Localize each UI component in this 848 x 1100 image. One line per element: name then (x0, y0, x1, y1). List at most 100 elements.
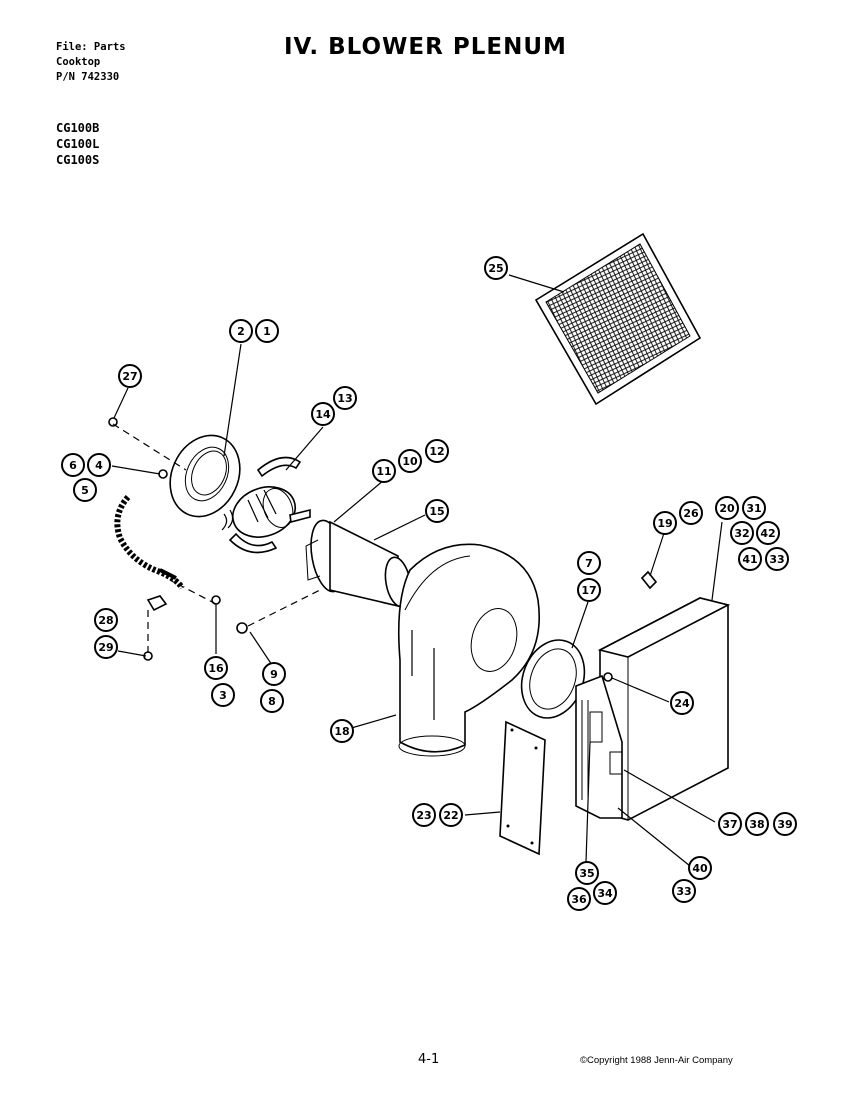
svg-text:37: 37 (722, 818, 737, 831)
bracket (640, 570, 658, 590)
svg-text:36: 36 (571, 893, 587, 906)
callout-40: 40 (688, 856, 712, 880)
svg-text:39: 39 (777, 818, 792, 831)
svg-text:32: 32 (734, 527, 749, 540)
svg-text:16: 16 (208, 662, 224, 675)
svg-text:14: 14 (315, 408, 331, 421)
svg-text:5: 5 (81, 484, 89, 497)
svg-text:1: 1 (263, 325, 271, 338)
callout-10: 10 (398, 449, 422, 473)
svg-text:42: 42 (760, 527, 775, 540)
blower-motor (221, 486, 311, 538)
callout-22: 22 (439, 803, 463, 827)
callout-1: 1 (255, 319, 279, 343)
callout-13: 13 (333, 386, 357, 410)
model-item: CG100L (56, 137, 100, 151)
callout-35: 35 (575, 861, 599, 885)
model-list: CG100B CG100L CG100S (56, 120, 99, 168)
callout-labels: 25 2 1 27 14 13 6 4 5 11 10 12 15 19 26 … (61, 256, 797, 911)
svg-text:18: 18 (334, 725, 349, 738)
svg-text:29: 29 (98, 641, 113, 654)
svg-text:12: 12 (429, 445, 444, 458)
svg-text:4: 4 (95, 459, 103, 472)
callout-5: 5 (73, 478, 97, 502)
callout-37: 37 (718, 812, 742, 836)
callout-19: 19 (653, 511, 677, 535)
svg-text:33: 33 (769, 553, 784, 566)
svg-text:9: 9 (270, 668, 278, 681)
callout-23: 23 (412, 803, 436, 827)
file-label: File: Parts (56, 41, 126, 53)
svg-text:20: 20 (719, 502, 735, 515)
svg-text:19: 19 (657, 517, 672, 530)
grease-filter (534, 232, 702, 406)
svg-text:13: 13 (337, 392, 352, 405)
copyright-notice: ©Copyright 1988 Jenn-Air Company (580, 1055, 733, 1066)
callout-42: 42 (756, 521, 780, 545)
callout-25: 25 (484, 256, 508, 280)
callout-33: 33 (765, 547, 789, 571)
callout-20: 20 (715, 496, 739, 520)
svg-text:41: 41 (742, 553, 757, 566)
callout-32: 32 (730, 521, 754, 545)
svg-text:7: 7 (585, 557, 593, 570)
page-title: IV. BLOWER PLENUM (284, 34, 567, 60)
page-number: 4-1 (418, 1052, 440, 1067)
svg-text:34: 34 (597, 887, 613, 900)
motor-mount-ring (169, 434, 241, 518)
svg-text:31: 31 (746, 502, 761, 515)
model-item: CG100B (56, 121, 100, 135)
svg-text:38: 38 (749, 818, 764, 831)
svg-text:15: 15 (429, 505, 444, 518)
callout-36: 36 (567, 887, 591, 911)
callout-3: 3 (211, 683, 235, 707)
callout-39: 39 (773, 812, 797, 836)
callout-11: 11 (372, 459, 396, 483)
callout-41: 41 (738, 547, 762, 571)
callout-38: 38 (745, 812, 769, 836)
svg-text:23: 23 (416, 809, 431, 822)
svg-text:10: 10 (402, 455, 418, 468)
callout-17: 17 (577, 578, 601, 602)
svg-text:35: 35 (579, 867, 594, 880)
callout-34: 34 (593, 881, 617, 905)
svg-text:26: 26 (683, 507, 699, 520)
svg-text:2: 2 (237, 325, 245, 338)
motor-bands (228, 456, 302, 554)
callout-28: 28 (94, 608, 118, 632)
callout-29: 29 (94, 635, 118, 659)
callout-16-small: 16 (204, 656, 228, 680)
callout-4: 4 (87, 453, 111, 477)
power-cord (114, 495, 185, 590)
callout-8: 8 (260, 689, 284, 713)
svg-text:40: 40 (692, 862, 708, 875)
callout-31: 31 (742, 496, 766, 520)
model-item: CG100S (56, 153, 100, 167)
leader-lines (111, 274, 723, 867)
product-label: Cooktop (56, 56, 101, 68)
callout-7: 7 (577, 551, 601, 575)
plenum-box (575, 597, 731, 821)
svg-text:22: 22 (443, 809, 458, 822)
callout-18: 18 (330, 719, 354, 743)
svg-text:11: 11 (376, 465, 391, 478)
svg-text:27: 27 (122, 370, 137, 383)
svg-text:8: 8 (268, 695, 276, 708)
blower-housing (397, 543, 540, 757)
cover-plate (499, 720, 546, 856)
callout-2: 2 (229, 319, 253, 343)
callout-24: 24 (670, 691, 694, 715)
blower-wheel (305, 519, 412, 608)
callout-15: 15 (425, 499, 449, 523)
svg-text:33: 33 (676, 885, 691, 898)
part-number-label: P/N 742330 (56, 71, 120, 83)
svg-text:25: 25 (488, 262, 503, 275)
svg-text:28: 28 (98, 614, 113, 627)
callout-14: 14 (311, 402, 335, 426)
callout-6: 6 (61, 453, 85, 477)
svg-text:3: 3 (219, 689, 227, 702)
svg-text:6: 6 (69, 459, 77, 472)
svg-text:24: 24 (674, 697, 690, 710)
callout-9: 9 (262, 662, 286, 686)
